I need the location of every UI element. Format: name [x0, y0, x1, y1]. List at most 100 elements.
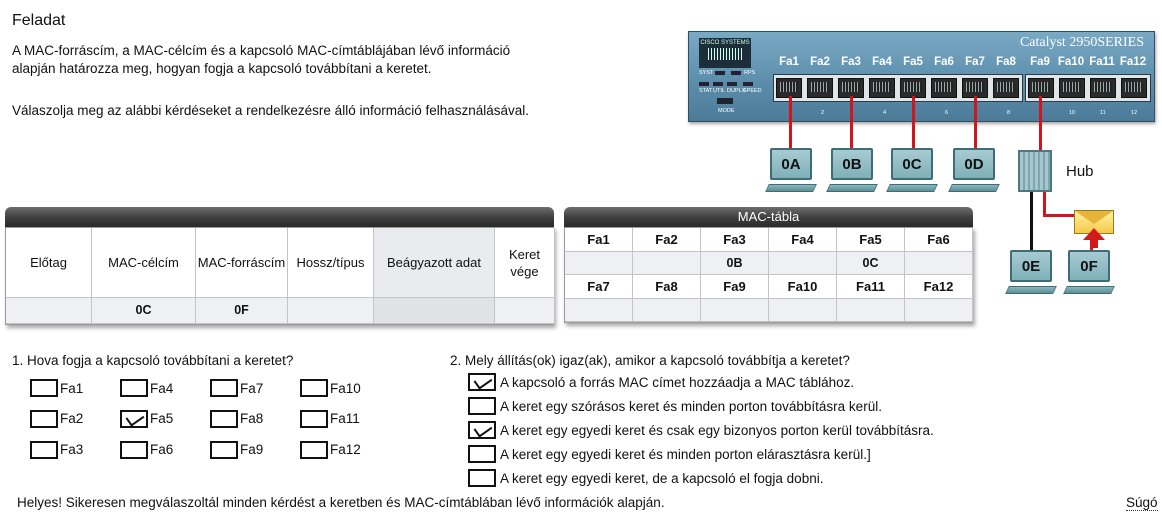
q1-checkbox-fa11[interactable] [300, 409, 328, 428]
port-fa10[interactable] [1059, 78, 1085, 98]
q1-option-fa5[interactable]: Fa5 [120, 409, 210, 430]
q1-option-fa8[interactable]: Fa8 [210, 409, 300, 430]
port-fa4[interactable] [869, 78, 895, 98]
q1-option-fa1[interactable]: Fa1 [30, 378, 120, 399]
q2-checkbox-2[interactable] [468, 397, 496, 415]
pc-0e: 0E [1005, 250, 1057, 294]
q1-label-fa12: Fa12 [330, 442, 361, 458]
q1-checkbox-fa1[interactable] [30, 379, 58, 398]
q1-option-fa11[interactable]: Fa11 [300, 409, 390, 430]
mac-entry-fa2 [633, 252, 701, 275]
port-label-fa5: Fa5 [903, 56, 923, 68]
q1-option-fa3[interactable]: Fa3 [30, 439, 120, 460]
q1-option-fa12[interactable]: Fa12 [300, 439, 390, 460]
mac-entry-fa9 [701, 299, 769, 322]
mac-port-fa7: Fa7 [565, 275, 633, 299]
hint-button[interactable]: Súgó [1126, 495, 1158, 511]
pc-0e-label: 0E [1010, 250, 1052, 282]
q1-checkbox-fa10[interactable] [300, 379, 328, 398]
led-stat [699, 82, 709, 86]
hub-icon [1018, 150, 1052, 192]
frame-header-end: Keret vége [495, 228, 555, 298]
arrow-up-icon [1083, 228, 1105, 240]
mac-entry-fa8 [633, 299, 701, 322]
frame-header-length-type: Hossz/típus [288, 228, 374, 298]
q1-checkbox-fa8[interactable] [210, 409, 238, 428]
mode-button[interactable] [717, 98, 733, 104]
q2-checkbox-4[interactable] [468, 445, 496, 463]
port-fa3[interactable] [838, 78, 864, 98]
frame-value-length-type [288, 298, 374, 324]
port-number-12: 12 [1131, 110, 1138, 116]
q1-option-fa9[interactable]: Fa9 [210, 439, 300, 460]
pc-0a-label: 0A [770, 148, 812, 180]
q1-checkbox-fa12[interactable] [300, 440, 328, 459]
pc-0e-base [1005, 286, 1057, 294]
cable-fa5-0c [912, 96, 915, 150]
port-label-fa12: Fa12 [1119, 56, 1147, 68]
q1-checkbox-fa9[interactable] [210, 440, 238, 459]
q2-option-3[interactable]: A keret egy egyedi keret és csak egy biz… [468, 421, 1028, 439]
port-fa1[interactable] [776, 78, 802, 98]
frame-header-payload: Beágyazott adat [374, 228, 495, 298]
led-speed [743, 82, 753, 86]
q1-option-fa7[interactable]: Fa7 [210, 378, 300, 399]
port-fa11[interactable] [1090, 78, 1116, 98]
mac-entry-fa4 [769, 252, 837, 275]
q1-option-fa4[interactable]: Fa4 [120, 378, 210, 399]
port-label-fa1: Fa1 [779, 56, 799, 68]
q1-label-fa5: Fa5 [150, 411, 174, 427]
cable-fa7-0d [974, 96, 977, 150]
frame-table: Előtag MAC-célcím MAC-forráscím Hossz/tí… [5, 207, 555, 325]
q1-checkbox-fa4[interactable] [120, 379, 148, 398]
port-fa2[interactable] [807, 78, 833, 98]
q1-label-fa2: Fa2 [60, 411, 84, 427]
frame-header-preamble: Előtag [6, 228, 92, 298]
q2-label-4: A keret egy egyedi keret és minden porto… [500, 446, 871, 462]
q2-checkbox-5[interactable] [468, 469, 496, 487]
frame-table-header-bar [5, 207, 554, 227]
led-duplx [727, 82, 737, 86]
frame-value-preamble [6, 298, 92, 324]
mac-port-fa4: Fa4 [769, 228, 837, 252]
q2-checkbox-3[interactable] [468, 421, 496, 439]
pc-0b-label: 0B [831, 148, 873, 180]
led-label-speed: SPEED [743, 88, 762, 94]
question-1-options: Fa1 Fa4 Fa7 Fa10 Fa2 Fa5 Fa8 Fa11 Fa3 Fa… [30, 378, 390, 460]
q1-option-fa2[interactable]: Fa2 [30, 409, 120, 430]
mac-port-fa10: Fa10 [769, 275, 837, 299]
mac-port-fa11: Fa11 [837, 275, 905, 299]
frame-table-body: Előtag MAC-célcím MAC-forráscím Hossz/tí… [5, 227, 555, 325]
port-fa6[interactable] [931, 78, 957, 98]
q2-option-1[interactable]: A kapcsoló a forrás MAC címet hozzáadja … [468, 373, 1028, 391]
mac-port-fa2: Fa2 [633, 228, 701, 252]
port-fa12[interactable] [1121, 78, 1147, 98]
q1-checkbox-fa5[interactable] [120, 409, 148, 428]
q2-option-5[interactable]: A keret egy egyedi keret, de a kapcsoló … [468, 469, 1028, 487]
pc-0d-label: 0D [953, 148, 995, 180]
q1-checkbox-fa3[interactable] [30, 440, 58, 459]
port-fa5[interactable] [900, 78, 926, 98]
q2-option-2[interactable]: A keret egy szórásos keret és minden por… [468, 397, 1028, 415]
q1-checkbox-fa6[interactable] [120, 440, 148, 459]
port-fa9[interactable] [1028, 78, 1054, 98]
pc-0a: 0A [765, 148, 817, 192]
q1-label-fa1: Fa1 [60, 380, 84, 396]
q1-checkbox-fa7[interactable] [210, 379, 238, 398]
port-label-fa2: Fa2 [810, 56, 830, 68]
q2-option-4[interactable]: A keret egy egyedi keret és minden porto… [468, 445, 1028, 463]
q1-option-fa10[interactable]: Fa10 [300, 378, 390, 399]
question-2-options: A kapcsoló a forrás MAC címet hozzáadja … [468, 373, 1028, 487]
q1-checkbox-fa2[interactable] [30, 409, 58, 428]
question-2-text: 2. Mely állítás(ok) igaz(ak), amikor a k… [450, 353, 850, 368]
q2-label-3: A keret egy egyedi keret és csak egy biz… [500, 422, 934, 438]
arrow-stem [1090, 238, 1098, 248]
pc-0c: 0C [886, 148, 938, 192]
cable-fa9-hub [1039, 96, 1042, 152]
q2-checkbox-1[interactable] [468, 373, 496, 391]
port-fa8[interactable] [993, 78, 1019, 98]
pc-0f-label: 0F [1068, 250, 1110, 282]
port-label-fa8: Fa8 [996, 56, 1016, 68]
q1-option-fa6[interactable]: Fa6 [120, 439, 210, 460]
port-fa7[interactable] [962, 78, 988, 98]
